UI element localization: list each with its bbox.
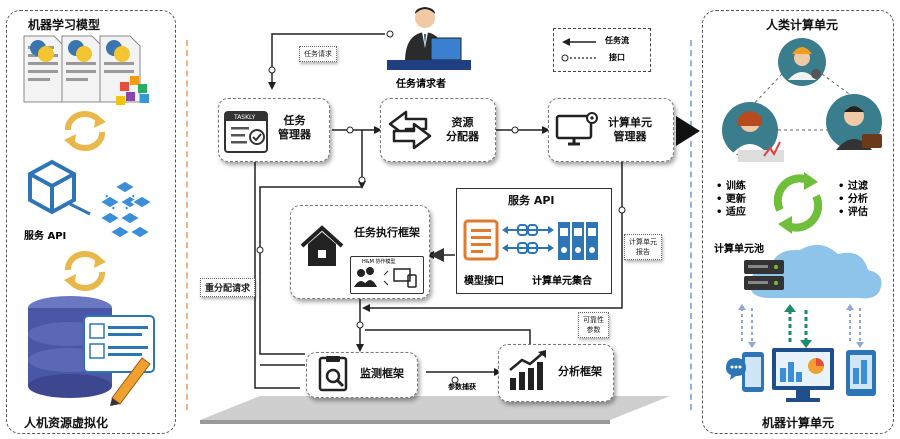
cu-set-label: 计算单元集合 <box>532 276 592 287</box>
platform-base <box>200 396 670 424</box>
monitor-gear-icon <box>555 112 598 146</box>
param-capture-label: 参数捕获 <box>448 383 476 391</box>
left-task-list: • 训练 • 更新 • 适应 <box>716 180 746 219</box>
legend-interface: 接口 <box>609 53 625 62</box>
sync-arrows-icon <box>738 304 864 348</box>
monitor-doc-icon <box>318 356 348 392</box>
right-pointer-arrow <box>676 116 700 146</box>
task-manager-label: 任务 管理器 <box>278 114 311 141</box>
python-document-icons <box>23 35 149 105</box>
left-service-api-label: 服务 API <box>24 231 67 242</box>
reliability-param-tag: 可靠性 参数 <box>578 312 609 338</box>
list-item: • 更新 <box>716 194 746 205</box>
legend-task-flow: 任务流 <box>605 36 629 45</box>
database-form-icon <box>28 296 155 406</box>
left-panel-title: 机器学习模型 <box>28 18 101 32</box>
flow-connectors <box>254 30 626 389</box>
analysis-node[interactable] <box>498 344 614 402</box>
monitor-label: 监测框架 <box>360 367 404 380</box>
hm-collab-icon <box>354 267 417 288</box>
left-pointer-arrow <box>430 248 444 262</box>
task-requester-label: 任务请求者 <box>396 79 446 90</box>
cu-pool-label: 计算单元池 <box>714 244 764 255</box>
realloc-request-tag: 重分配请求 <box>200 278 256 297</box>
right-panel-bottom-label: 机器计算单元 <box>762 416 835 430</box>
left-divider <box>186 40 188 410</box>
task-request-tag: 任务请求 <box>299 46 337 62</box>
list-item: • 评估 <box>838 207 868 218</box>
human-units-icon <box>722 38 882 162</box>
list-item: • 训练 <box>716 181 746 192</box>
list-item: • 分析 <box>838 194 868 205</box>
right-divider <box>690 40 692 410</box>
home-icon <box>300 225 344 266</box>
svg-text:TASKLY: TASKLY <box>233 114 256 121</box>
chain-link-icon <box>502 224 554 254</box>
right-panel-title: 人类计算单元 <box>766 18 839 32</box>
legend-box <box>553 28 651 72</box>
refresh-arrows-icon <box>64 251 106 291</box>
exchange-arrows-icon <box>388 110 432 150</box>
refresh-arrows-icon <box>64 111 106 151</box>
cloud-servers-icon <box>744 244 882 299</box>
service-api-label: 服务 API <box>508 194 555 207</box>
green-cycle-icon <box>773 172 823 234</box>
hm-model-label: H&M 协作模型 <box>362 259 396 265</box>
model-interface-label: 模型接口 <box>464 276 504 287</box>
right-task-list: • 过滤 • 分析 • 评估 <box>838 180 868 219</box>
list-item: • 适应 <box>716 207 746 218</box>
devices-icon <box>726 348 876 402</box>
resource-allocator-label: 资源 分配器 <box>446 116 479 143</box>
left-panel-bottom-label: 人机资源虚拟化 <box>24 416 109 430</box>
legend-arrow <box>561 38 596 62</box>
taskly-clipboard-icon: TASKLY <box>224 111 268 153</box>
service-cubes-icon <box>28 159 154 239</box>
task-requester-icon <box>387 7 471 70</box>
analysis-label: 分析框架 <box>558 365 602 378</box>
binders-icon <box>558 222 598 260</box>
cu-report-tag: 计算单元 报告 <box>624 234 662 260</box>
task-exec-label: 任务执行框架 <box>354 226 420 239</box>
list-item: • 过滤 <box>838 181 868 192</box>
model-interface-icon <box>463 219 499 261</box>
cu-manager-label: 计算单元 管理器 <box>608 116 652 143</box>
growth-chart-icon <box>509 350 546 390</box>
